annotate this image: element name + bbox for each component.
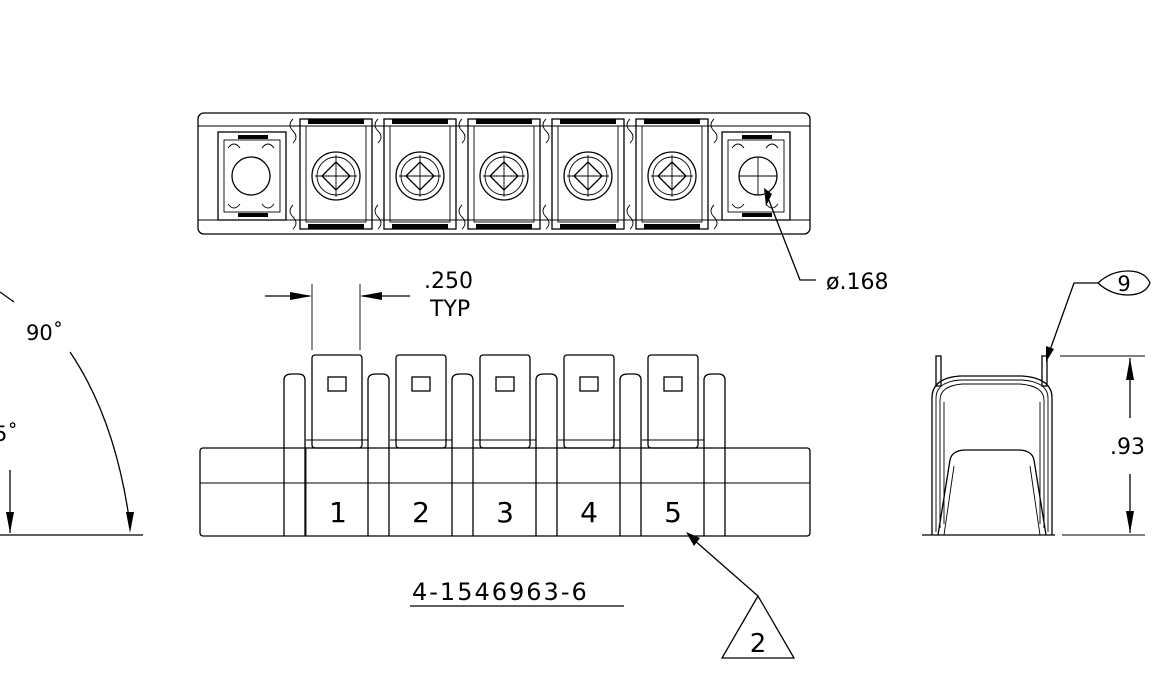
position-number-5: 5 (664, 496, 682, 529)
position-number-2: 2 (412, 496, 430, 529)
left-mount-ear (217, 131, 287, 221)
terminal-position-4 (551, 118, 625, 230)
terminal-position-3 (467, 118, 541, 230)
terminal-position-5 (635, 118, 709, 230)
note-callout: 2 (686, 532, 796, 659)
tab-4 (558, 354, 620, 449)
part-number-label: 4-1546963-6 (412, 578, 589, 606)
note-triangle-number: 2 (750, 629, 767, 659)
tab-3 (474, 354, 536, 449)
front-view: 1 2 3 4 5 (199, 354, 811, 537)
position-number-3: 3 (496, 496, 514, 529)
position-number-1: 1 (329, 496, 347, 529)
right-mount-ear (721, 131, 791, 221)
pitch-value-label: .250 (424, 269, 473, 294)
balloon-item-number: 9 (1117, 272, 1130, 296)
terminal-position-2 (383, 118, 457, 230)
pitch-dimension: .250 TYP (265, 269, 473, 350)
height-value-label: .93 (1110, 435, 1145, 460)
terminal-position-1 (299, 118, 373, 230)
pitch-typ-label: TYP (429, 297, 470, 322)
top-view (197, 112, 811, 235)
tab-5 (642, 354, 704, 449)
part-number: 4-1546963-6 (410, 578, 624, 607)
height-dimension: .93 (1060, 355, 1145, 536)
side-view (922, 355, 1055, 536)
tab-1 (305, 354, 369, 536)
angle-left-label: 5˚ (0, 422, 18, 446)
angle-view: 90˚ 5˚ (0, 291, 143, 536)
hole-diameter-dimension: ø.168 (764, 188, 888, 295)
tab-2 (390, 354, 452, 449)
hole-diameter-label: ø.168 (826, 270, 888, 295)
barrier-ribs (289, 118, 718, 230)
angle-right-label: 90˚ (26, 321, 63, 345)
position-number-4: 4 (580, 496, 598, 529)
item-balloon: 9 (1046, 270, 1151, 362)
barrier-posts (283, 373, 726, 536)
